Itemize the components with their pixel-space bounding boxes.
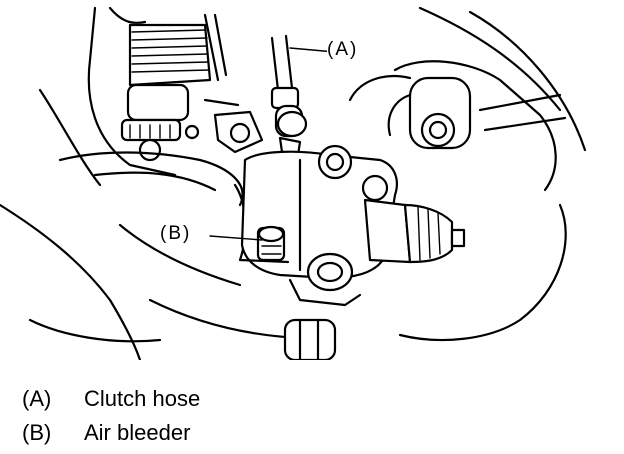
clutch-hose xyxy=(270,34,308,157)
spring-assembly xyxy=(38,6,228,187)
release-cylinder xyxy=(240,144,466,307)
clutch-release-cylinder-illustration: (A) (B) xyxy=(0,6,587,362)
hose-bracket xyxy=(203,98,264,154)
housing-left xyxy=(0,151,302,362)
lower-bolt xyxy=(283,318,337,362)
callout-a: (A) xyxy=(327,39,359,60)
legend-item-b: (B) Air bleeder xyxy=(22,416,200,450)
legend-key: (B) xyxy=(22,420,52,445)
bracket-bolt xyxy=(387,76,472,150)
air-bleeder xyxy=(238,225,290,264)
leader-line-b xyxy=(209,235,263,241)
legend-label: Clutch hose xyxy=(84,386,201,411)
legend-label: Air bleeder xyxy=(84,420,191,445)
housing-right xyxy=(348,6,587,342)
callout-b: (B) xyxy=(160,223,192,244)
legend-item-a: (A) Clutch hose xyxy=(22,382,200,416)
legend-key: (A) xyxy=(22,386,52,411)
line-drawing xyxy=(0,6,587,362)
legend: (A) Clutch hose (B) Air bleeder xyxy=(22,382,200,450)
